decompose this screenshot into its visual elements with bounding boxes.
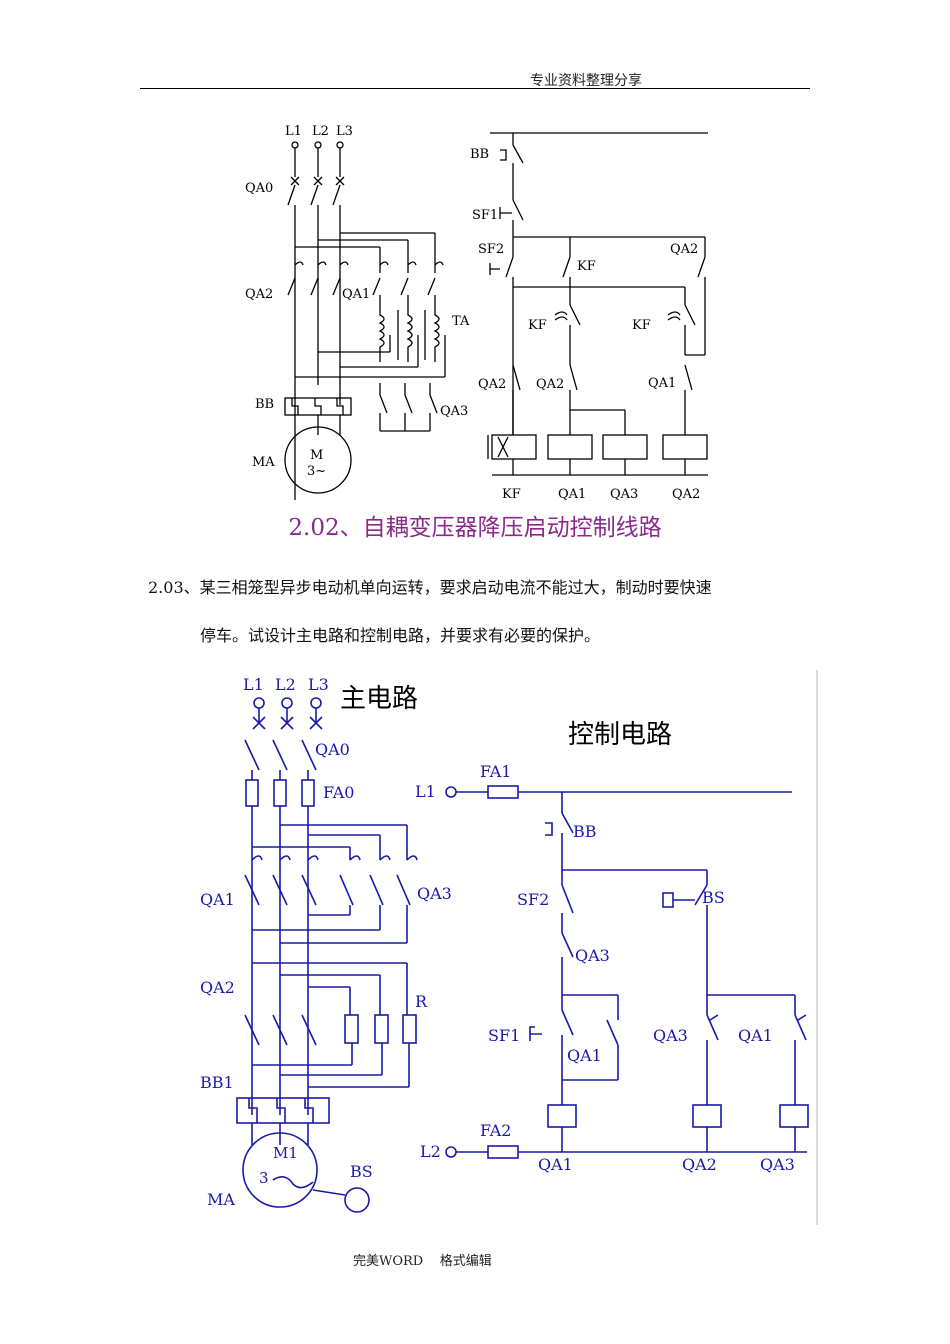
- fig2-qa1-hold-label: QA1: [567, 1046, 602, 1065]
- fig1-l1-label: L1: [285, 124, 302, 139]
- fig2-qa3-branch-label: QA3: [653, 1026, 688, 1045]
- fig1-kf-right-label: KF: [632, 318, 651, 333]
- braking-circuit-diagram: L1 L2 L3 主电路 QA0 FA0 QA1 QA3 QA2 R BB1: [200, 670, 818, 1225]
- fig1-coil-qa2: QA2: [672, 487, 700, 502]
- fig1-qa0-label: QA0: [245, 181, 273, 196]
- fig1-l3-label: L3: [336, 124, 353, 139]
- fig2-qa3-series-label: QA3: [575, 946, 610, 965]
- fig2-qa1-label: QA1: [200, 890, 235, 909]
- fig2-fa0-label: FA0: [323, 783, 354, 802]
- fig1-qa2-top-label: QA2: [670, 242, 698, 257]
- fig1-l2-label: L2: [312, 124, 329, 139]
- fig2-motor-text-m1: M1: [273, 1144, 298, 1162]
- fig1-coil-qa1: QA1: [558, 487, 586, 502]
- page-header: 专业资料整理分享: [530, 73, 642, 89]
- fig1-motor-text-phase: 3~: [307, 464, 326, 479]
- fig2-coil-qa2: QA2: [682, 1155, 717, 1174]
- fig2-coil-qa1: QA1: [538, 1155, 573, 1174]
- fig2-qa0-label: QA0: [315, 740, 350, 759]
- fig2-r-label: R: [415, 992, 428, 1011]
- fig1-sf2-label: SF2: [478, 242, 504, 257]
- fig2-l2-control-label: L2: [420, 1142, 441, 1161]
- fig1-qa2-contact-a-label: QA2: [478, 377, 506, 392]
- figure-caption: 2.02、自耦变压器降压启动控制线路: [288, 515, 662, 541]
- fig1-motor-symbol: [284, 426, 352, 494]
- fig1-main-circuit: L1 L2 L3 QA0 QA2 QA1 TA QA3: [245, 124, 470, 500]
- fig2-motor-label: MA: [207, 1190, 235, 1209]
- fig2-qa3-label: QA3: [417, 884, 452, 903]
- fig2-fa1-label: FA1: [480, 762, 511, 781]
- fig1-bb-contact-label: BB: [470, 147, 489, 162]
- fig1-ta-label: TA: [452, 314, 470, 329]
- fig2-main-title: 主电路: [340, 684, 418, 714]
- fig2-motor-text-phase: 3: [259, 1169, 269, 1187]
- fig2-l3-label: L3: [308, 675, 329, 694]
- fig2-bs-contact-label: BS: [702, 888, 725, 907]
- fig2-coil-qa3: QA3: [760, 1155, 795, 1174]
- fig2-main-circuit: L1 L2 L3 主电路 QA0 FA0 QA1 QA3 QA2 R BB1: [200, 675, 452, 1213]
- autotransformer-circuit-diagram: L1 L2 L3 QA0 QA2 QA1 TA QA3: [245, 124, 708, 502]
- fig1-bb-label: BB: [255, 397, 274, 412]
- fig2-control-title: 控制电路: [568, 720, 672, 750]
- fig1-kf-left-label: KF: [528, 318, 547, 333]
- fig2-sf1-label: SF1: [488, 1026, 520, 1045]
- fig1-qa1-label: QA1: [342, 287, 370, 302]
- fig2-l1-control-label: L1: [415, 782, 436, 801]
- fig2-bs-label: BS: [350, 1162, 373, 1181]
- header-rule: [140, 88, 810, 89]
- fig1-motor-label: MA: [252, 455, 275, 470]
- fig1-motor-text-m: M: [310, 448, 323, 463]
- fig1-qa2-label: QA2: [245, 287, 273, 302]
- fig2-motor-symbol: [242, 1132, 318, 1208]
- page-footer: 完美WORD 格式编辑: [353, 1254, 492, 1269]
- fig1-qa1-contact-label: QA1: [648, 376, 676, 391]
- question-line-2: 停车。试设计主电路和控制电路，并要求有必要的保护。: [200, 626, 601, 645]
- fig2-l1-label: L1: [243, 675, 264, 694]
- fig2-sf2-label: SF2: [517, 890, 549, 909]
- fig2-qa1-branch-label: QA1: [738, 1026, 773, 1045]
- fig2-qa2-label: QA2: [200, 978, 235, 997]
- question-line-1: 2.03、某三相笼型异步电动机单向运转，要求启动电流不能过大，制动时要快速: [148, 578, 712, 597]
- fig1-qa3-label: QA3: [440, 404, 468, 419]
- fig1-qa2-contact-b-label: QA2: [536, 377, 564, 392]
- fig1-control-circuit: BB SF1 SF2 KF QA2 KF KF QA2 QA2 QA1: [470, 132, 708, 502]
- fig2-bb1-label: BB1: [200, 1073, 234, 1092]
- fig2-fa2-label: FA2: [480, 1121, 511, 1140]
- fig1-coil-kf: KF: [502, 487, 521, 502]
- fig1-coil-qa3: QA3: [610, 487, 638, 502]
- fig1-kf-label: KF: [577, 259, 596, 274]
- fig1-sf1-label: SF1: [472, 208, 498, 223]
- fig2-l2-label: L2: [275, 675, 296, 694]
- fig2-bb-contact-label: BB: [573, 822, 597, 841]
- fig2-control-circuit: 控制电路 FA1 L1 BB SF2 QA3 BS SF1 QA1: [415, 720, 809, 1174]
